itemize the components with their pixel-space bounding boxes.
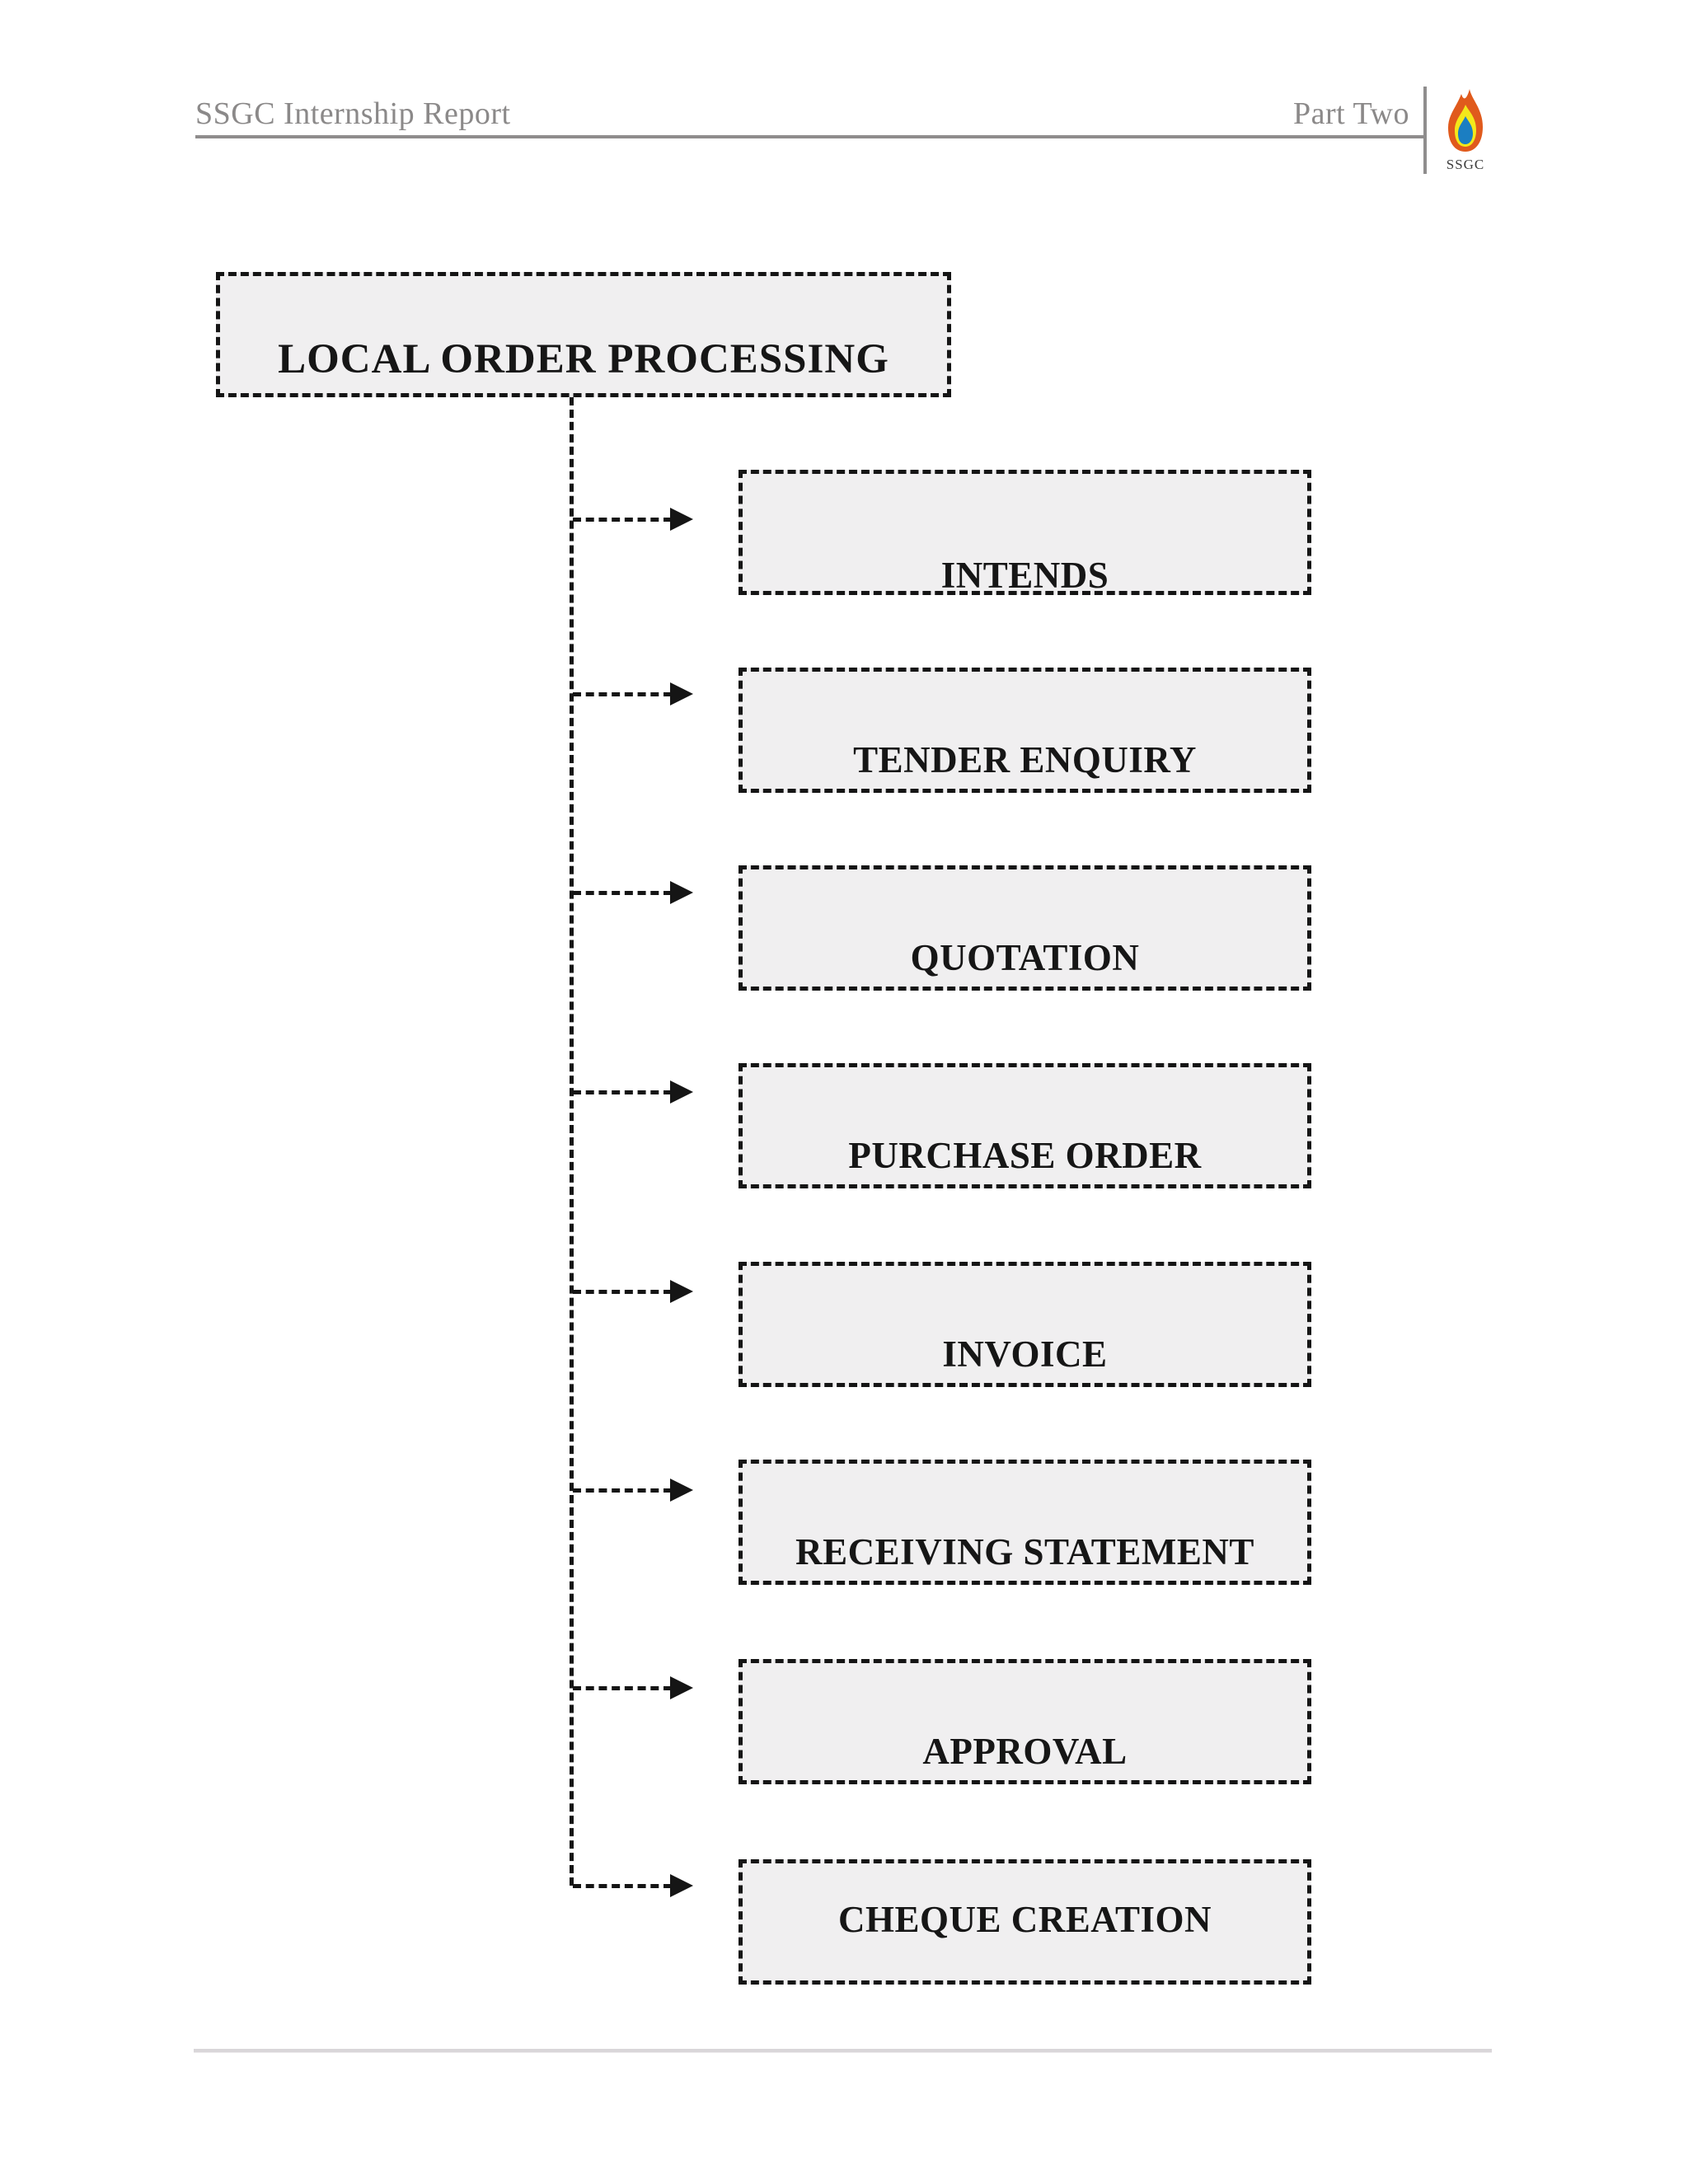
header-report-title: SSGC Internship Report — [195, 96, 511, 131]
trunk-connector — [570, 397, 574, 1886]
step-box-label: TENDER ENQUIRY — [853, 739, 1197, 780]
step-box-label: INVOICE — [942, 1333, 1108, 1375]
logo-caption: SSGC — [1446, 157, 1485, 172]
flow-arrow-2 — [573, 682, 693, 706]
step-box-cheque-creation: CHEQUE CREATION — [738, 1859, 1311, 1985]
arrowhead-icon — [670, 1874, 693, 1897]
flow-arrow-7 — [573, 1675, 693, 1700]
arrowhead-icon — [670, 881, 693, 904]
step-box-label: APPROVAL — [922, 1731, 1128, 1772]
flow-arrow-1 — [573, 507, 693, 532]
arrow-shaft — [573, 518, 672, 522]
step-box-label: INTENDS — [940, 555, 1109, 595]
arrow-shaft — [573, 1290, 672, 1294]
step-box-tender-enquiry: TENDER ENQUIRY — [738, 668, 1311, 793]
flow-arrow-5 — [573, 1279, 693, 1304]
flow-arrow-6 — [573, 1478, 693, 1502]
step-box-approval: APPROVAL — [738, 1659, 1311, 1784]
header-rule — [195, 135, 1423, 138]
arrowhead-icon — [670, 1479, 693, 1502]
header-section-label: Part Two — [1292, 96, 1409, 131]
flow-arrow-3 — [573, 880, 693, 905]
footer-rule — [194, 2049, 1492, 2053]
step-box-label: RECEIVING STATEMENT — [795, 1531, 1254, 1572]
arrowhead-icon — [670, 508, 693, 531]
arrowhead-icon — [670, 1280, 693, 1303]
step-box-receiving-statement: RECEIVING STATEMENT — [738, 1460, 1311, 1585]
flame-icon — [1448, 89, 1483, 152]
arrowhead-icon — [670, 1080, 693, 1104]
step-box-label: PURCHASE ORDER — [848, 1135, 1202, 1176]
step-box-invoice: INVOICE — [738, 1262, 1311, 1387]
step-box-label: CHEQUE CREATION — [838, 1899, 1212, 1940]
flow-arrow-4 — [573, 1080, 693, 1104]
step-box-label: QUOTATION — [910, 937, 1140, 978]
arrow-shaft — [573, 1090, 672, 1094]
arrowhead-icon — [670, 1676, 693, 1699]
arrowhead-icon — [670, 682, 693, 705]
step-box-purchase-order: PURCHASE ORDER — [738, 1063, 1311, 1188]
header-separator — [1423, 87, 1427, 174]
step-box-quotation: QUOTATION — [738, 865, 1311, 991]
ssgc-logo: SSGC — [1441, 87, 1490, 175]
step-box-intends: INTENDS — [738, 470, 1311, 595]
arrow-shaft — [573, 692, 672, 696]
root-box-local-order-processing: LOCAL ORDER PROCESSING — [216, 272, 951, 397]
arrow-shaft — [573, 1686, 672, 1690]
arrow-shaft — [573, 1488, 672, 1493]
root-box-label: LOCAL ORDER PROCESSING — [278, 336, 889, 382]
arrow-shaft — [573, 1884, 672, 1888]
arrow-shaft — [573, 891, 672, 895]
flow-arrow-8 — [573, 1873, 693, 1898]
